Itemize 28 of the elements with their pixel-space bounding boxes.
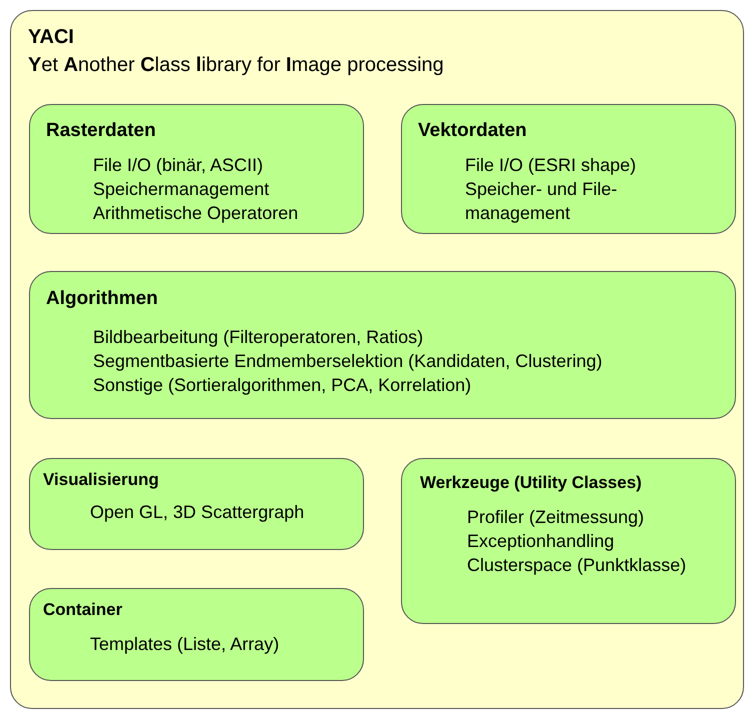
feature-text: Speicher- und File-management: [465, 178, 618, 225]
module-heading: Rasterdaten: [46, 119, 156, 143]
module-heading: Vektordaten: [418, 119, 527, 143]
feature-text: Profiler (Zeitmessung): [467, 506, 644, 530]
module-heading: Werkzeuge (Utility Classes): [420, 472, 642, 494]
feature-text: Clusterspace (Punktklasse): [467, 554, 686, 578]
feature-text: File I/O (binär, ASCII): [93, 154, 264, 177]
feature-text: Speichermanagement: [93, 178, 270, 201]
subtitle-text: Yet Another Class library for Image processing: [28, 53, 444, 78]
module-box: [29, 104, 364, 234]
module-box: [401, 458, 736, 624]
feature-text: Bildbearbeitung (Filteroperatoren, Ratios): [93, 326, 424, 349]
module-box: [29, 271, 736, 419]
feature-text: Templates (Liste, Array): [90, 633, 280, 656]
library-panel: [10, 10, 744, 709]
feature-text: Exceptionhandling: [467, 530, 614, 554]
feature-text: Sonstige (Sortieralgorithmen, PCA, Korrelation): [93, 374, 472, 397]
module-heading: Container: [43, 599, 122, 620]
feature-text: Segmentbasierte Endmemberselektion (Kandidaten, Clustering): [93, 350, 602, 373]
module-heading: Visualisierung: [43, 469, 159, 490]
module-box: [29, 458, 364, 550]
module-box: [401, 104, 736, 234]
feature-text: File I/O (ESRI shape): [465, 154, 636, 177]
module-box: [29, 588, 364, 681]
title-text: YACI: [28, 25, 74, 50]
feature-text: Arithmetische Operatoren: [93, 202, 298, 225]
module-heading: Algorithmen: [46, 287, 158, 311]
feature-text: Open GL, 3D Scattergraph: [90, 501, 304, 524]
